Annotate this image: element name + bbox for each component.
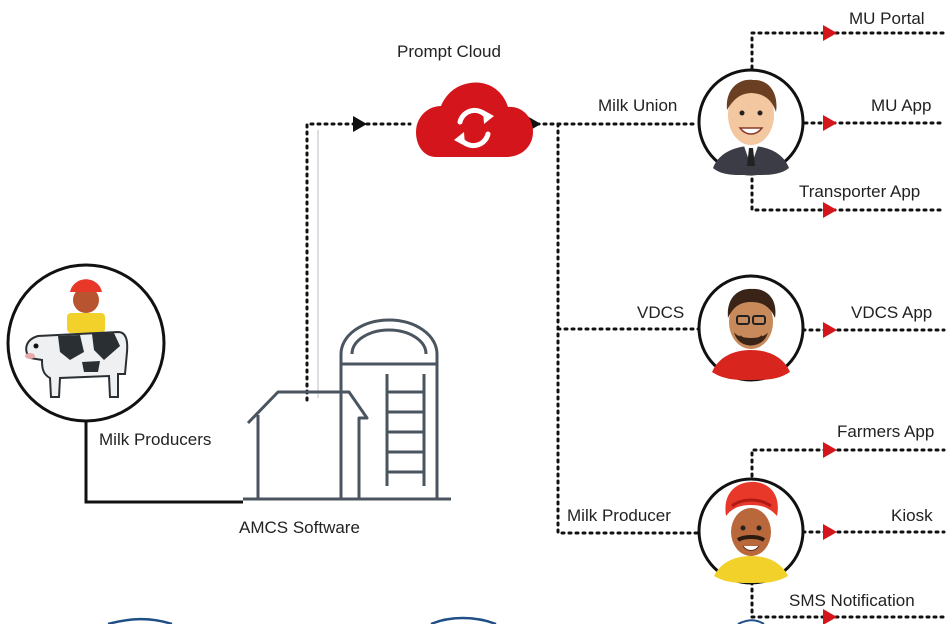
distribution-bus <box>556 122 702 535</box>
mu-app-label: MU App <box>871 96 932 115</box>
milk-producer-avatar <box>697 477 805 585</box>
milk-producers-label: Milk Producers <box>99 430 212 449</box>
transporter-app-label: Transporter App <box>799 182 921 201</box>
milk-producers-avatar <box>6 263 166 423</box>
vdcs-avatar <box>697 274 805 382</box>
amcs-software-label: AMCS Software <box>239 518 360 537</box>
vdcs-app-arrow <box>823 322 837 338</box>
amcs-building-icon <box>243 318 451 501</box>
kiosk-label: Kiosk <box>891 506 933 525</box>
mu-portal-line <box>750 31 946 77</box>
producers-connector <box>84 420 243 504</box>
transporter-app-line <box>750 170 946 212</box>
sms-notification-label: SMS Notification <box>789 591 915 610</box>
farmers-app-line <box>750 448 946 485</box>
mu-app-arrow <box>823 115 837 131</box>
cloud-label: Prompt Cloud <box>397 42 501 61</box>
milk-union-label: Milk Union <box>598 96 678 115</box>
milk-producer-label: Milk Producer <box>567 506 671 525</box>
transporter-app-arrow <box>823 202 837 218</box>
arrow-to-cloud <box>353 116 367 132</box>
sms-arrow <box>823 609 837 624</box>
farmers-app-arrow <box>823 442 837 458</box>
cloud-sync-icon <box>416 82 533 157</box>
vdcs-label: VDCS <box>637 303 685 322</box>
amcs-to-cloud-line <box>305 122 412 402</box>
mu-portal-arrow <box>823 25 837 41</box>
milk-union-avatar <box>697 68 805 176</box>
mu-portal-label: MU Portal <box>849 9 925 28</box>
farmers-app-label: Farmers App <box>837 422 935 441</box>
sms-line <box>750 580 946 619</box>
kiosk-arrow <box>823 524 837 540</box>
vdcs-app-label: VDCS App <box>851 303 933 322</box>
